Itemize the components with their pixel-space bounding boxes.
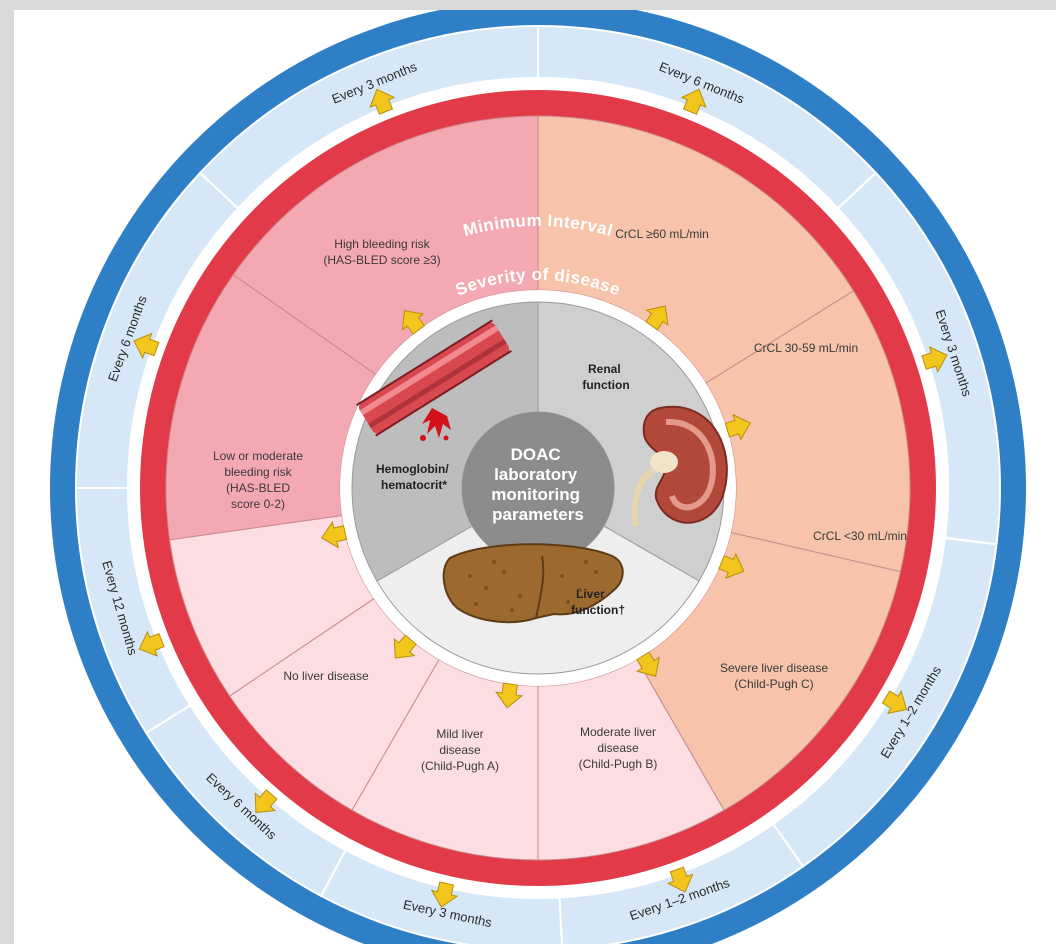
- severity-label-renal-crcl-30-59: CrCL 30-59 mL/min: [754, 341, 858, 355]
- severity-label-no-liver: No liver disease: [283, 669, 369, 683]
- severity-label-renal-crcl-60: CrCL ≥60 mL/min: [615, 227, 709, 241]
- severity-label-renal-crcl-30: CrCL <30 mL/min: [813, 529, 907, 543]
